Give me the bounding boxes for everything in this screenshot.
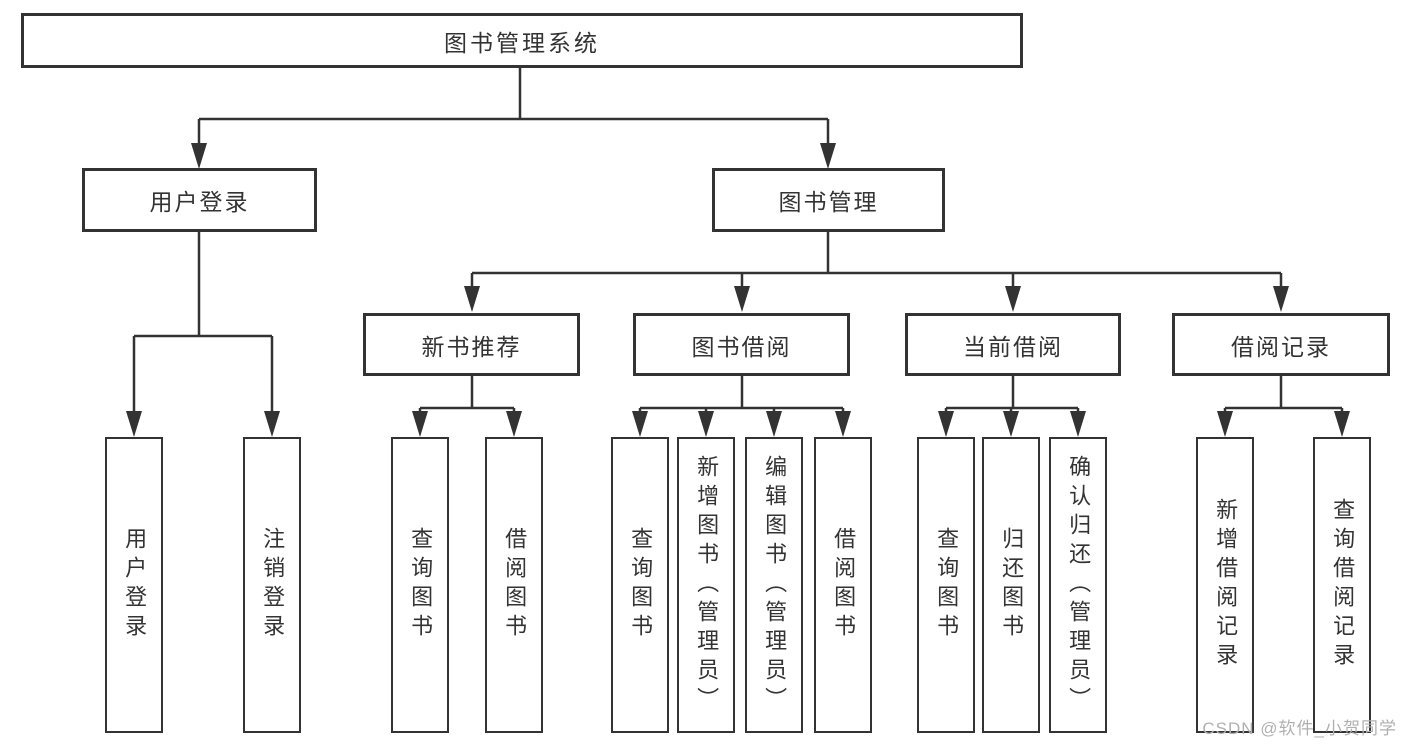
node-borrow-records-label: 借阅记录 [1231,333,1331,360]
node-new-book-recommend: 新书推荐 [363,313,580,376]
leaf-add-borrow-record: 新增借阅记录 [1196,437,1254,733]
node-user-login-label: 用户登录 [149,189,250,215]
leaf-add-borrow-record-label: 新增借阅记录 [1213,498,1239,672]
leaf-query-books-current: 查询图书 [917,437,975,733]
node-user-login: 用户登录 [82,168,317,232]
leaf-query-books-borrowing-label: 查询图书 [628,527,654,643]
leaf-edit-book-admin-label: 编辑图书（管理员） [762,454,788,716]
node-book-management: 图书管理 [712,168,945,232]
leaf-query-books-borrowing: 查询图书 [611,437,669,733]
leaf-add-book-admin: 新增图书（管理员） [677,437,735,733]
node-library-system-label: 图书管理系统 [444,29,600,56]
leaf-edit-book-admin: 编辑图书（管理员） [745,437,803,733]
leaf-logout: 注销登录 [243,437,301,733]
node-library-system: 图书管理系统 [21,13,1023,68]
node-new-book-recommend-label: 新书推荐 [421,333,522,360]
leaf-return-books-label: 归还图书 [999,527,1025,643]
leaf-borrow-books: 借阅图书 [814,437,872,733]
node-book-borrowing-label: 图书借阅 [691,333,792,360]
leaf-query-books-recommend: 查询图书 [391,437,449,733]
leaf-confirm-return-admin-label: 确认归还（管理员） [1066,454,1092,716]
leaf-borrow-books-label: 借阅图书 [831,527,857,643]
leaf-return-books: 归还图书 [982,437,1040,733]
leaf-confirm-return-admin: 确认归还（管理员） [1049,437,1107,733]
leaf-query-books-current-label: 查询图书 [934,527,960,643]
leaf-logout-label: 注销登录 [260,527,286,643]
leaf-user-login-label: 用户登录 [122,527,148,643]
leaf-query-books-recommend-label: 查询图书 [408,527,434,643]
node-borrow-records: 借阅记录 [1172,313,1390,376]
leaf-query-borrow-record: 查询借阅记录 [1313,437,1371,733]
node-book-borrowing: 图书借阅 [633,313,850,376]
connector-paths [132,68,1344,414]
csdn-watermark: CSDN @软件_小贺同学 [1202,719,1397,738]
node-book-management-label: 图书管理 [778,189,879,215]
leaf-borrow-books-recommend-label: 借阅图书 [502,527,528,643]
leaf-borrow-books-recommend: 借阅图书 [485,437,543,733]
node-current-borrowing-label: 当前借阅 [963,333,1063,360]
arrowheads [126,143,1350,437]
leaf-user-login: 用户登录 [105,437,163,733]
leaf-query-borrow-record-label: 查询借阅记录 [1330,498,1356,672]
leaf-add-book-admin-label: 新增图书（管理员） [694,454,720,716]
node-current-borrowing: 当前借阅 [905,313,1121,376]
